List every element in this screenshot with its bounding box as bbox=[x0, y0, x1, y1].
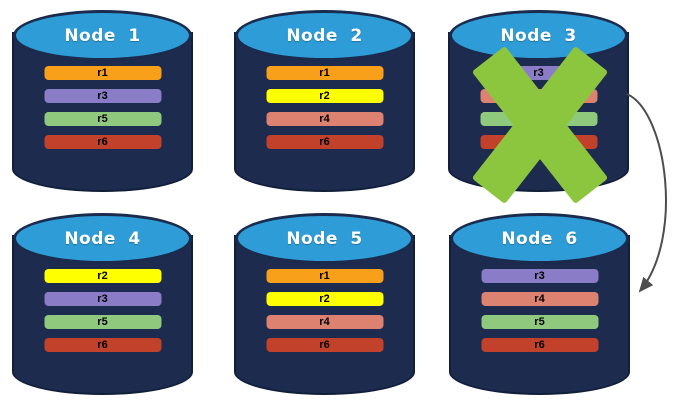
node-title: Node 2 bbox=[286, 25, 363, 46]
replica-bar: r3 bbox=[44, 292, 161, 306]
replica-bar: r1 bbox=[266, 66, 383, 80]
replica-bar: r6 bbox=[266, 338, 383, 352]
replica-list: r2 r3 r5 r6 bbox=[44, 269, 161, 352]
replica-bar: r4 bbox=[481, 292, 598, 306]
node-title: Node 4 bbox=[64, 228, 141, 249]
node-cylinder-2: Node 2 r1 r2 r4 r6 bbox=[234, 8, 415, 192]
cylinder-top: Node 6 bbox=[450, 213, 629, 264]
cylinder-top: Node 5 bbox=[235, 213, 414, 264]
replica-bar: r4 bbox=[266, 315, 383, 329]
node-cylinder-5: Node 5 r1 r2 r4 r6 bbox=[234, 211, 415, 395]
replica-list: r1 r3 r5 r6 bbox=[44, 66, 161, 149]
replica-bar: r3 bbox=[481, 269, 598, 283]
cylinder-top: Node 2 bbox=[235, 10, 414, 61]
replica-list: r1 r2 r4 r6 bbox=[266, 66, 383, 149]
replica-bar: r5 bbox=[481, 315, 598, 329]
replica-bar: r2 bbox=[266, 89, 383, 103]
node-title: Node 5 bbox=[286, 228, 363, 249]
replica-bar: r6 bbox=[266, 135, 383, 149]
replica-bar: r2 bbox=[44, 269, 161, 283]
replica-bar: r6 bbox=[44, 135, 161, 149]
node-cylinder-1: Node 1 r1 r3 r5 r6 bbox=[12, 8, 193, 192]
replica-bar: r3 bbox=[44, 89, 161, 103]
node-cylinder-4: Node 4 r2 r3 r5 r6 bbox=[12, 211, 193, 395]
node-title: Node 1 bbox=[64, 25, 141, 46]
node-cylinder-6: Node 6 r3 r4 r5 r6 bbox=[449, 211, 630, 395]
replica-bar: r6 bbox=[481, 338, 598, 352]
arrow-curve bbox=[626, 93, 667, 293]
cylinder-top: Node 3 bbox=[449, 10, 628, 61]
node-title: Node 6 bbox=[501, 228, 578, 249]
replica-bar: r5 bbox=[44, 315, 161, 329]
replica-bar: r1 bbox=[44, 66, 161, 80]
replica-bar: r2 bbox=[266, 292, 383, 306]
node-title: Node 3 bbox=[500, 25, 577, 46]
replica-bar: r4 bbox=[266, 112, 383, 126]
cylinder-top: Node 1 bbox=[13, 10, 192, 61]
replica-bar: r6 bbox=[44, 338, 161, 352]
replica-bar: r1 bbox=[266, 269, 383, 283]
replica-bar: r5 bbox=[44, 112, 161, 126]
replica-list: r3 r4 r5 r6 bbox=[481, 269, 598, 352]
node-cylinder-3: Node 3 r3 r4 r5 r6 bbox=[448, 8, 629, 205]
replica-list: r1 r2 r4 r6 bbox=[266, 269, 383, 352]
cylinder-top: Node 4 bbox=[13, 213, 192, 264]
